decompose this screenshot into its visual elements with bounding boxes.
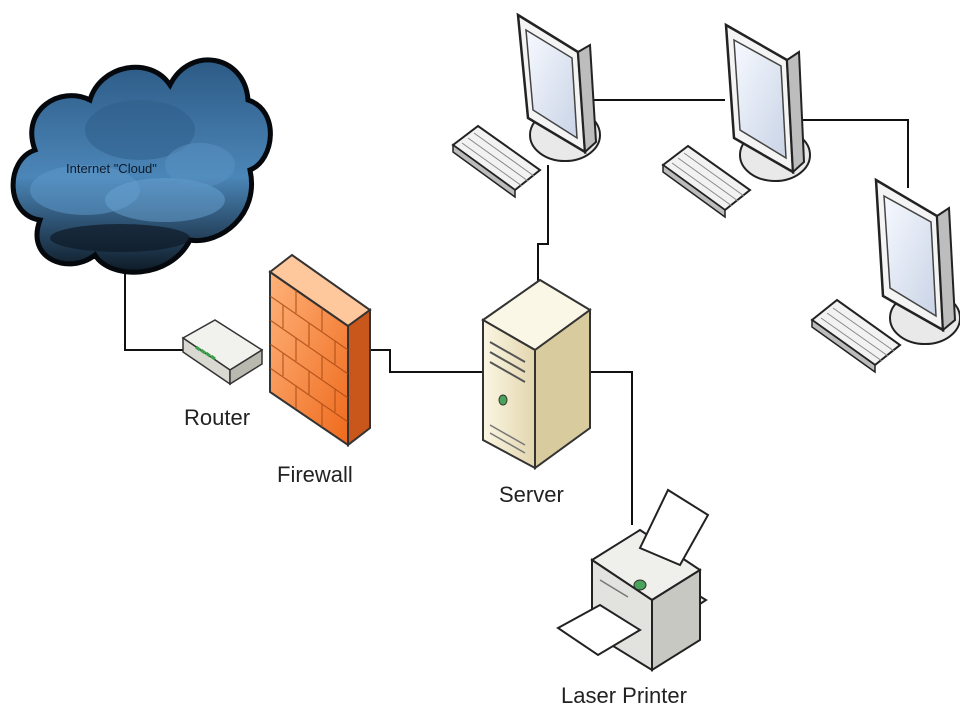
workstation-2-icon (661, 22, 811, 219)
cloud-label: Internet "Cloud" (66, 161, 157, 176)
monitor-1-icon (516, 12, 601, 162)
link-firewall-server (370, 349, 487, 373)
server-label: Server (499, 482, 564, 507)
server-icon (481, 278, 592, 470)
workstation-3-icon (810, 177, 960, 374)
link-server-printer (588, 371, 633, 525)
firewall-label: Firewall (277, 462, 353, 487)
keyboard-3-icon (810, 298, 902, 374)
keyboard-1-icon (451, 124, 542, 199)
router-label: Router (184, 405, 251, 430)
firewall-icon (268, 253, 372, 448)
internet-cloud-icon (10, 57, 273, 275)
router-icon (181, 319, 264, 386)
laser-printer-icon (556, 488, 710, 672)
printer-label: Laser Printer (561, 683, 687, 708)
monitor-2-icon (724, 22, 811, 182)
link-cloud-router (124, 270, 190, 351)
workstation-1-icon (451, 12, 601, 199)
monitor-3-icon (874, 177, 960, 345)
link-server-workstation-1 (537, 165, 549, 283)
link-workstation-2-workstation-3 (800, 119, 909, 188)
network-links (124, 99, 909, 525)
keyboard-2-icon (661, 144, 752, 219)
